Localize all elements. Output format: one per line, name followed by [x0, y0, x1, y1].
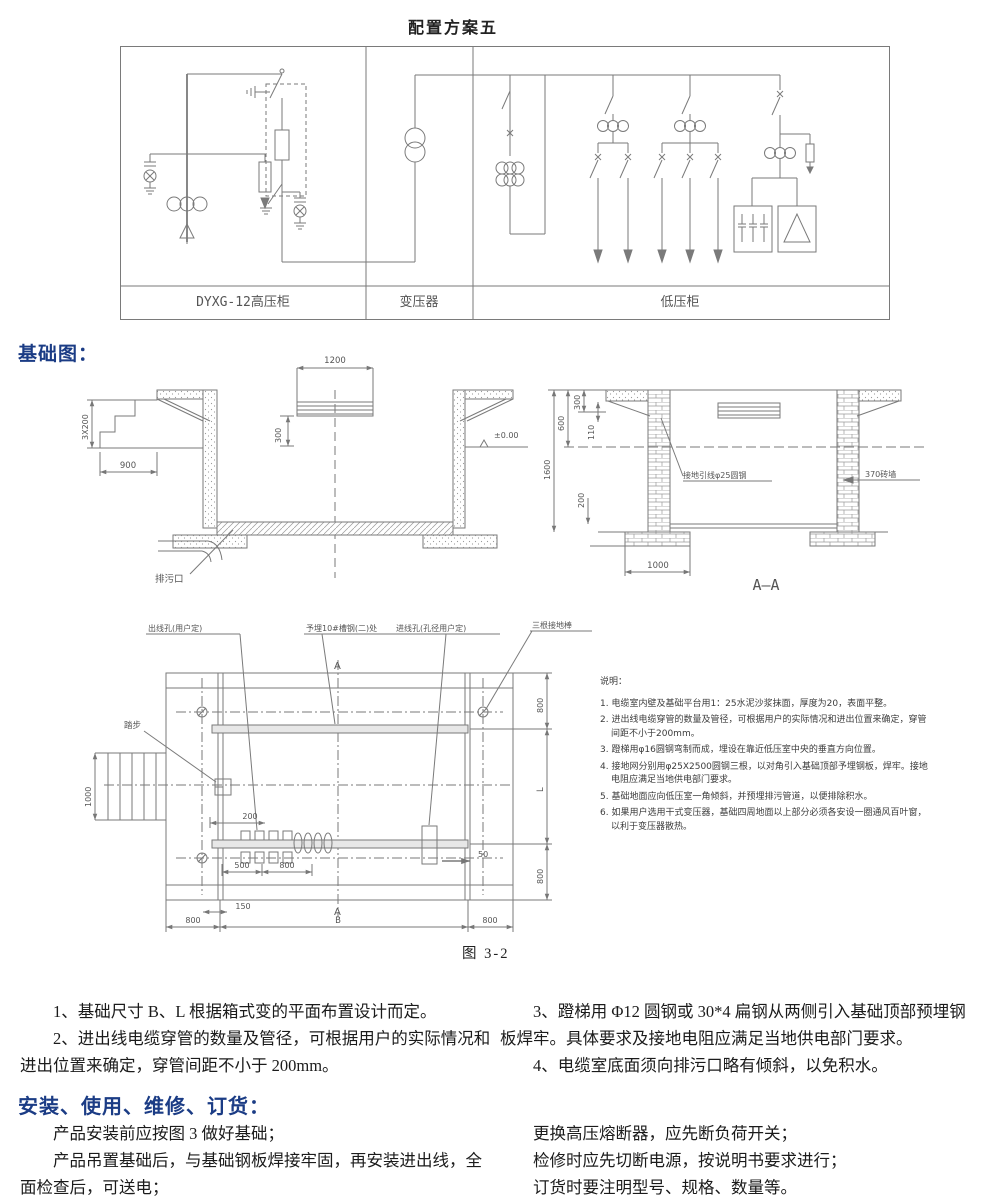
drawing-notes: 说明： 1. 电缆室内壁及基础平台用1：25水泥沙浆抹面，厚度为20，表面平整。…: [600, 676, 934, 837]
dim-3x200: 3X200: [81, 414, 90, 440]
level-label: ±0.00: [494, 431, 519, 440]
install-heading: 安装、使用、维修、订货：: [18, 1096, 270, 1118]
dim-500: 500: [234, 861, 249, 870]
dim-900: 900: [120, 461, 136, 471]
body-note: 4、电缆室底面须向排污口略有倾斜，以免积水。: [533, 1056, 888, 1075]
foundation-heading: 基础图：: [18, 344, 99, 365]
install-left: 产品安装前应按图 3 做好基础； 产品吊置基础后，与基础钢板焊接牢固，再安装进出…: [20, 1120, 494, 1201]
channel-steel-label: 予埋10#槽钢(二)处: [306, 623, 377, 633]
outlet-holes: [240, 830, 293, 864]
inlet-hole-label: 进线孔(孔径用户定): [396, 623, 466, 633]
body-notes-left: 1、基础尺寸 B、L 根据箱式变的平面布置设计而定。 2、进出线电缆穿管的数量及…: [20, 998, 494, 1079]
body-note: 3、蹬梯用 Φ12 圆钢或 30*4 扁钢从两侧引入基础顶部预埋钢板焊牢。具体要…: [500, 1002, 966, 1048]
dim-200: 200: [577, 493, 586, 508]
note-item: 3. 蹬梯用φ16圆钢弯制而成，埋设在靠近低压室中央的垂直方向位置。: [600, 745, 881, 755]
note-item: 4. 接地网分别用φ25X2500圆钢三根，以对角引入基础顶部予埋钢板，焊牢。接…: [600, 761, 928, 786]
dim-800-bottom-left: 800: [185, 916, 200, 925]
dim-1600: 1600: [543, 460, 552, 480]
aa-section-drawing: 1600 600 300 110 200 接地引线φ25圆钢 370砖墙 100…: [543, 389, 926, 594]
ground-rod-label: 三根接地棒: [532, 620, 572, 630]
scheme-diagram: DYXG-12高压柜 变压器 低压柜: [120, 46, 890, 320]
dim-L: L: [536, 787, 546, 792]
dim-300: 300: [573, 395, 582, 410]
note-item: 2. 进出线电缆穿管的数量及管径，可根据用户的实际情况和进出位置来确定，穿管间距…: [600, 715, 927, 739]
transformer-symbol: [404, 74, 780, 262]
inlet-box: [421, 825, 438, 865]
lv-cabinet-label: 低压柜: [660, 295, 699, 310]
section-marker-a-top: A: [334, 661, 341, 672]
note-item: 6. 如果用户选用干式变压器，基础四周地面以上部分必须各安设一圈通风百叶窗，以利…: [600, 808, 927, 832]
dim-300: 300: [274, 428, 283, 443]
install-item: 产品安装前应按图 3 做好基础；: [53, 1124, 284, 1143]
aa-caption: A—A: [752, 576, 779, 594]
dim-1000: 1000: [84, 787, 93, 807]
channel-steel-bottom: [211, 839, 469, 849]
brick-wall-right: [836, 389, 860, 534]
dim-150: 150: [235, 902, 250, 911]
brick-wall-left: [647, 389, 671, 534]
plan-stairs: [107, 752, 167, 821]
lv-circuit: [495, 75, 817, 264]
install-item: 更换高压熔断器，应先断负荷开关；: [533, 1124, 797, 1143]
foundation-section-drawing: 1200 300 3X200 900 ±0.00 排污口: [81, 356, 528, 585]
section-marker-a-bottom: A: [334, 907, 341, 918]
outlet-hole-label: 出线孔(用户定): [148, 623, 202, 633]
dim-1200: 1200: [324, 356, 346, 366]
stairs-profile: [99, 390, 203, 449]
install-right: 更换高压熔断器，应先断负荷开关； 检修时应先切断电源，按说明书要求进行； 订货时…: [500, 1120, 978, 1201]
hv-circuit: [143, 68, 415, 263]
install-item: 订货时要注明型号、规格、数量等。: [533, 1178, 797, 1197]
body-note: 2、进出线电缆穿管的数量及管径，可根据用户的实际情况和进出位置来确定，穿管间距不…: [20, 1029, 491, 1075]
note-item: 5. 基础地面应向低压室一角倾斜，并预埋排污管道，以便排除积水。: [600, 791, 873, 802]
dim-800-right-bottom: 800: [536, 869, 545, 884]
channel-steel-top: [211, 724, 469, 734]
brick-wall-label: 370砖墙: [865, 469, 896, 479]
drain-label: 排污口: [155, 573, 184, 585]
install-item: 检修时应先切断电源，按说明书要求进行；: [533, 1151, 847, 1170]
grounding-rods: [196, 706, 489, 864]
dim-800-mid: 800: [279, 861, 294, 870]
dim-200: 200: [242, 812, 257, 821]
level-mark: [479, 438, 489, 448]
ground-lead-label: 接地引线φ25圆钢: [683, 470, 746, 480]
figure-caption: 图 3-2: [462, 946, 510, 962]
install-item: 产品吊置基础后，与基础钢板焊接牢固，再安装进出线，全面检查后，可送电；: [20, 1151, 482, 1197]
dim-1000: 1000: [647, 561, 669, 571]
body-notes-right: 3、蹬梯用 Φ12 圆钢或 30*4 扁钢从两侧引入基础顶部预埋钢板焊牢。具体要…: [500, 998, 978, 1079]
body-note: 1、基础尺寸 B、L 根据箱式变的平面布置设计而定。: [53, 1002, 437, 1021]
dim-110: 110: [587, 425, 596, 440]
dim-B: B: [335, 916, 341, 926]
note-item: 1. 电缆室内壁及基础平台用1：25水泥沙浆抹面，厚度为20，表面平整。: [600, 698, 893, 709]
transformer-label: 变压器: [399, 294, 438, 310]
dim-800-right-top: 800: [536, 698, 545, 713]
plan-drawing: 出线孔(用户定) 予埋10#槽钢(二)处 进线孔(孔径用户定) 三根接地棒 踏步…: [84, 620, 592, 932]
dim-800-bottom-right: 800: [482, 916, 497, 925]
dim-50: 50: [478, 850, 488, 859]
page-title: 配置方案五: [407, 20, 498, 37]
steps-label: 踏步: [124, 720, 141, 731]
dim-600: 600: [557, 416, 566, 431]
inlet-holes: [293, 832, 333, 854]
hv-cabinet-label: DYXG-12高压柜: [196, 294, 290, 310]
notes-heading: 说明：: [600, 677, 628, 687]
